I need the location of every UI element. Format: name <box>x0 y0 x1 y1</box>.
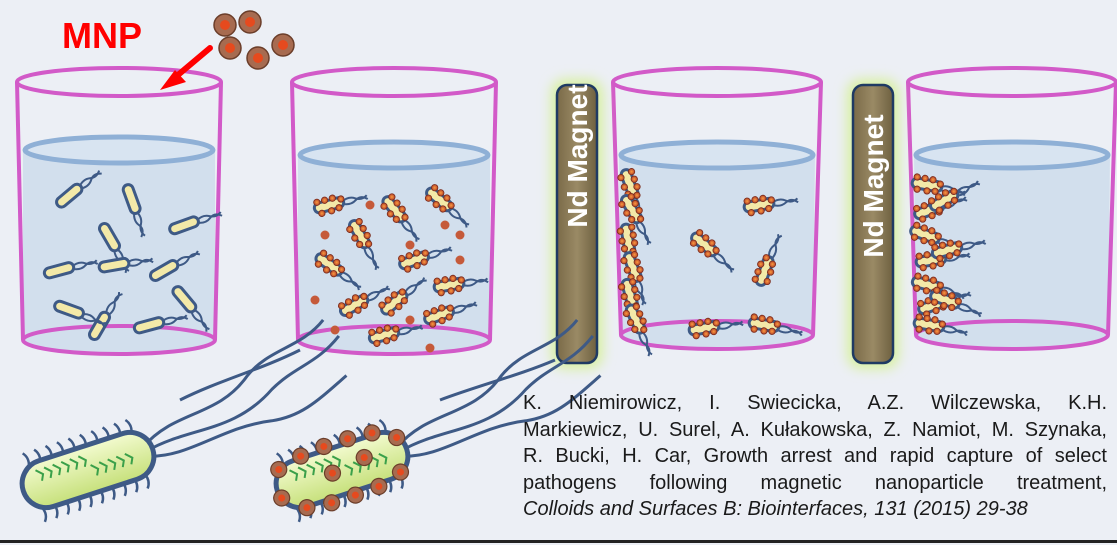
bacterium-icon <box>687 317 744 340</box>
bacterium-icon <box>423 301 478 328</box>
magnets-group <box>551 79 899 369</box>
bacterium-icon <box>97 256 154 274</box>
free-nanoparticles <box>213 10 465 353</box>
mnp-label: MNP <box>62 15 142 56</box>
bacterium-icon <box>929 286 982 318</box>
large-bacteria <box>19 319 602 523</box>
bacterium-icon <box>121 183 146 238</box>
bacterium-icon <box>747 313 803 337</box>
bacterium-icon <box>346 218 380 271</box>
bacterium-icon <box>132 314 189 335</box>
bacterium-icon <box>171 285 210 332</box>
bacterium-icon <box>751 234 783 287</box>
citation-line-1: K. Niemirowicz, I. Swiecicka, A.Z. Wilcz… <box>523 392 1107 414</box>
nanoparticle-icon <box>271 33 295 57</box>
nanoparticle-icon <box>455 255 465 265</box>
bottom-rule <box>0 540 1117 543</box>
bacterium-icon <box>742 194 799 217</box>
citation-line-5: Colloids and Surfaces B: Biointerfaces, … <box>523 498 1028 520</box>
bacterium-icon <box>398 246 453 273</box>
magnet-icon <box>551 79 603 369</box>
beaker-icon <box>906 66 1117 351</box>
beaker-icon <box>611 66 823 351</box>
bacterium-icon <box>928 180 981 214</box>
bacterium-icon <box>55 170 102 209</box>
bacterium-icon <box>42 259 99 280</box>
bacterium-icon <box>380 193 420 242</box>
bacterium-icon <box>378 277 427 317</box>
bacterium-icon <box>148 250 201 282</box>
bacterium-icon <box>88 292 123 342</box>
nanoparticle-icon <box>213 13 237 37</box>
bacterium-icon <box>338 285 391 319</box>
nanoparticle-icon <box>425 343 435 353</box>
nanoparticle-icon <box>246 46 270 70</box>
magnet-label-2: Nd Magnet <box>858 114 889 258</box>
nanoparticle-icon <box>405 315 415 325</box>
nanoparticle-icon <box>440 220 450 230</box>
nanoparticle-icon <box>455 230 465 240</box>
bacterium-icon <box>314 249 362 291</box>
magnet-label-1: Nd Magnet <box>562 84 593 228</box>
bacterium-icon <box>367 324 424 347</box>
nanoparticle-icon <box>238 10 262 34</box>
bacterium-icon <box>168 211 223 236</box>
bacterium-icon <box>312 194 369 217</box>
nanoparticle-icon <box>218 36 242 60</box>
magnet-icon <box>847 79 899 369</box>
bacterium-icon <box>689 229 735 273</box>
citation: K. Niemirowicz, I. Swiecicka, A.Z. Wilcz… <box>523 390 1107 523</box>
citation-line-2: Markiewicz, U. Surel, A. Kułakowska, Z. … <box>523 418 1107 441</box>
nanoparticle-icon <box>310 295 320 305</box>
citation-line-3: R. Bucki, H. Car, Growth arrest and rapi… <box>523 445 1107 467</box>
bacterium-icon <box>930 239 987 262</box>
bacterium-icon <box>53 299 106 328</box>
bacterium-icon <box>432 274 489 297</box>
bacterium-icon <box>270 319 602 523</box>
suspended-bacteria <box>42 168 987 357</box>
bacterium-icon <box>912 313 968 337</box>
nanoparticle-icon <box>320 230 330 240</box>
bacterium-icon <box>424 184 470 228</box>
nanoparticle-icon <box>365 200 375 210</box>
bacterium-icon <box>618 193 652 246</box>
nanoparticle-icon <box>405 240 415 250</box>
arrow-icon <box>160 45 213 90</box>
bacterium-icon <box>622 302 653 357</box>
nanoparticle-icon <box>330 325 340 335</box>
bacterium-icon <box>19 319 348 523</box>
citation-line-4: pathogens following magnetic nanoparticl… <box>523 471 1107 494</box>
